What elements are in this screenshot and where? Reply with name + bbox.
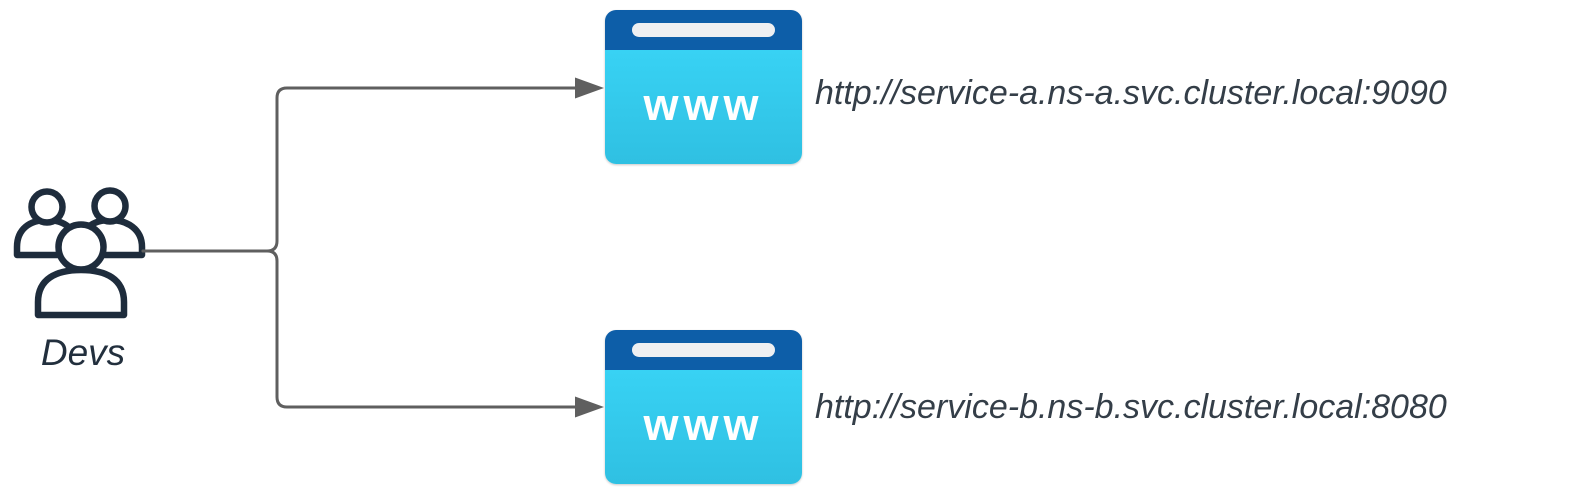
address-bar-icon-a xyxy=(632,23,775,37)
address-bar-icon-b xyxy=(632,343,775,357)
person-front-head xyxy=(55,221,107,273)
person-back-right-head xyxy=(91,187,129,225)
connector-line-to-service-b xyxy=(141,249,578,409)
browser-icon-body-b: www xyxy=(605,370,802,484)
service-a-url: http://service-a.ns-a.svc.cluster.local:… xyxy=(815,74,1447,112)
arrowhead-icon-service-a xyxy=(575,77,604,99)
browser-icon-header-a xyxy=(605,10,802,50)
browser-icon-body-a: www xyxy=(605,50,802,164)
service-b-node: www xyxy=(605,330,802,484)
devs-group-icon xyxy=(13,187,146,319)
service-a-node: www xyxy=(605,10,802,164)
person-back-left-head xyxy=(28,188,66,226)
person-front-body xyxy=(34,266,128,319)
connector-line-to-service-a xyxy=(141,86,578,253)
arrowhead-icon-service-b xyxy=(575,396,604,418)
service-b-url: http://service-b.ns-b.svc.cluster.local:… xyxy=(815,388,1447,426)
www-label-a: www xyxy=(643,78,764,130)
devs-label: Devs xyxy=(40,332,126,373)
browser-icon-header-b xyxy=(605,330,802,370)
www-label-b: www xyxy=(643,398,764,450)
